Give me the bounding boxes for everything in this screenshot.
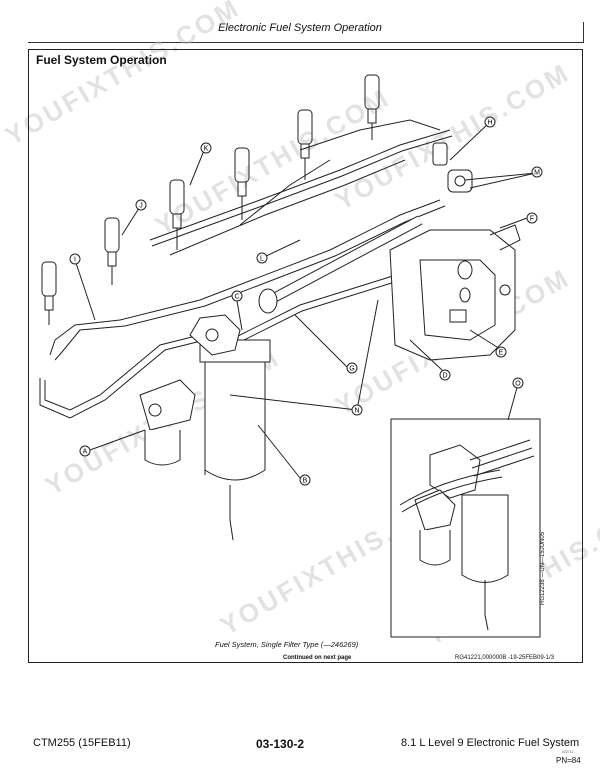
callout-k: K [200,142,212,154]
leak-off-line [239,159,331,226]
callout-c: C [231,290,243,302]
callout-o: O [512,377,524,389]
callout-b: B [299,474,311,486]
injector [364,74,380,140]
figure-ref-code: RG41221,000000B -19-25FEB09-1/3 [455,655,555,661]
callout-e: E [495,346,507,358]
injector [169,179,185,250]
callout-j: J [135,199,147,211]
return-line [44,334,201,411]
fuel-line [49,199,441,356]
continued-notice: Continued on next page [283,655,352,661]
callout-label: N [354,408,359,415]
footer-pn: PN=84 [556,756,581,765]
footer-page-number: 03-130-2 [256,737,305,751]
callout-label: K [204,146,209,153]
callout-label: O [515,381,521,388]
primary-fuel-filter [139,379,196,466]
footer-doc-title: 8.1 L Level 9 Electronic Fuel System [401,737,580,749]
header-tick [583,22,584,42]
callout-a: A [79,445,91,457]
callout-label: F [530,216,534,223]
footer-small-code: 022711 [562,750,574,754]
callout-label: C [234,294,239,301]
filter-bracket [189,314,241,356]
callout-label: E [499,350,504,357]
injector [297,109,313,180]
injector [41,261,57,325]
section-title: Fuel System Operation [36,53,167,67]
injector [234,147,250,220]
callout-label: J [139,203,143,210]
page-header-title: Electronic Fuel System Operation [218,22,382,34]
leak-off-line [151,135,453,247]
leak-off-line [169,159,406,256]
callout-label: H [487,120,492,127]
callout-d: D [439,369,451,381]
callout-label: G [349,366,354,373]
callout-h: H [484,116,496,128]
callout-label: A [83,449,88,456]
pressure-sensor [432,142,473,193]
callout-g: G [346,362,358,374]
figure-frame [28,49,583,663]
footer-manual-id: CTM255 (15FEB11) [33,737,131,749]
callout-label: M [534,170,540,177]
callout-label: I [74,257,76,264]
figure-vertical-code: RG12238 —UN—15JUN05 [540,531,546,605]
fuel-line [54,205,446,361]
injector [104,217,120,285]
figure-caption: Fuel System, Single Filter Type (—246269… [215,640,359,649]
callout-i: I [69,253,81,265]
leak-off-line [149,129,451,241]
callout-label: D [442,373,447,380]
common-rail [258,215,423,314]
inset-detail [390,418,541,638]
high-pressure-pump [389,224,521,361]
callout-m: M [531,166,543,178]
callout-label: L [260,256,264,263]
return-line [39,339,206,419]
callout-f: F [526,212,538,224]
leak-off-line [299,119,441,151]
final-fuel-filter [199,339,271,541]
callout-l: L [256,252,268,264]
callout-n: N [351,404,363,416]
callout-label: B [303,478,308,485]
header-rule [28,42,584,43]
